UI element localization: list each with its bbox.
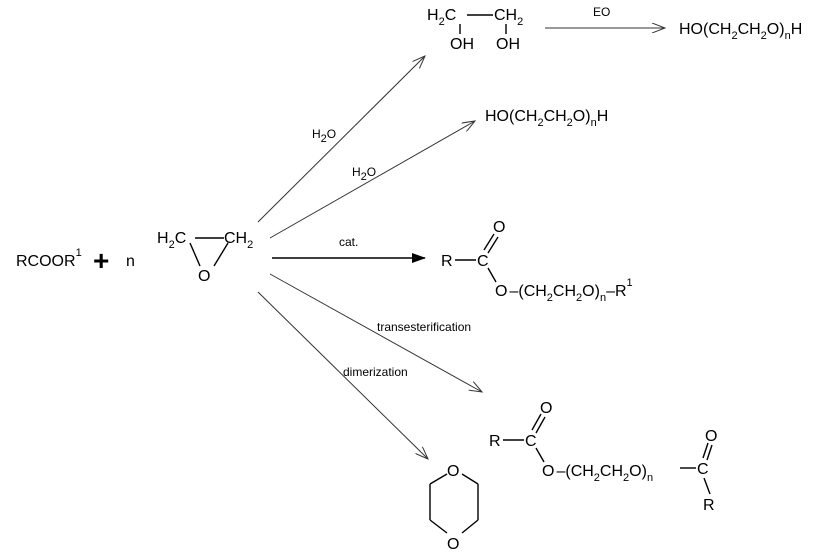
label-h2o-2: H2O (352, 165, 376, 183)
dioxane-bond-3 (429, 519, 448, 534)
diester-bond-co-b (535, 416, 546, 434)
diester-c: C (525, 433, 537, 450)
arrow-dimerization (257, 291, 428, 459)
dioxane-o-bottom: O (447, 536, 459, 553)
arrow-transesterification (269, 273, 482, 392)
eo-ch2: CH2 (224, 230, 253, 251)
ester-formula: RCOOR1 (16, 247, 82, 270)
diester-bond-c2o-a (702, 442, 709, 459)
eo-bond-co-left (189, 242, 201, 267)
prod-r: R (441, 253, 453, 270)
peg-top: HO(CH2CH2O)nH (679, 21, 802, 42)
prod-bond-co-b (487, 236, 499, 254)
plus-sign: + (93, 245, 109, 276)
prod-bond-co-a (483, 233, 495, 251)
arrow-to-peg (269, 121, 475, 239)
eo-bond-co-right (213, 242, 229, 267)
glycol-oh1: OH (450, 36, 474, 53)
dioxane-bond-6 (461, 473, 479, 485)
glycol-oh2: OH (496, 36, 520, 53)
label-eo: EO (593, 5, 610, 19)
diester-r2: R (703, 497, 715, 514)
coefficient-n: n (126, 253, 135, 270)
label-cat: cat. (339, 235, 358, 249)
label-h2o-1: H2O (312, 127, 336, 145)
prod-c: C (477, 253, 489, 270)
prod-bond-c-o (487, 267, 497, 283)
diester-bond-c-o (535, 447, 545, 463)
eo-h2c: H2C (157, 230, 186, 251)
prod-o-top: O (493, 219, 505, 236)
label-dimerization: dimerization (343, 365, 408, 379)
arrow-to-glycol (257, 56, 425, 223)
dioxane-bond-1 (429, 473, 448, 485)
glycol-h2c: H2C (427, 7, 456, 28)
eo-oxygen: O (198, 268, 210, 285)
label-transesterification: transesterification (377, 320, 471, 334)
diester-r: R (489, 433, 501, 450)
dioxane-o-top: O (447, 463, 459, 480)
diester-o-top: O (540, 400, 552, 417)
diester-bond-c2-r (703, 477, 711, 495)
diester-bond-c2o-b (706, 444, 713, 461)
glycol-ch2: CH2 (494, 7, 523, 28)
diester-bond-co-a (531, 413, 542, 431)
diester-chain: O–(CH2CH2O)n (542, 463, 653, 484)
peg-second: HO(CH2CH2O)nH (485, 108, 608, 129)
prod-chain: O–(CH2CH2O)n–R1 (495, 277, 633, 304)
diester-o2-top: O (705, 428, 717, 445)
dioxane-bond-4 (461, 519, 479, 534)
diester-c2: C (697, 461, 709, 478)
